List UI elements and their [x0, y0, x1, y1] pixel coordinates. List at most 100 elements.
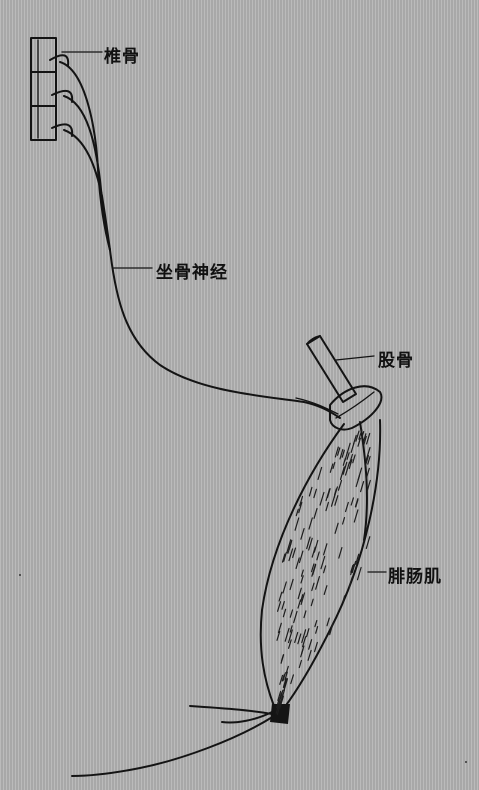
muscle-fiber-stroke: [279, 674, 284, 685]
muscle-fiber-stroke: [290, 674, 294, 685]
muscle-fiber-stroke: [334, 446, 339, 458]
muscle-fiber-stroke: [299, 495, 304, 507]
muscle-fibers: [275, 429, 371, 716]
muscle-fiber-stroke: [353, 509, 359, 523]
muscle-fiber-stroke: [314, 641, 318, 653]
muscle-fiber-stroke: [307, 649, 312, 661]
sciatic-nerve-label: 坐骨神经: [156, 263, 228, 283]
muscle-fiber-stroke: [292, 547, 297, 559]
muscle-fiber-stroke: [277, 690, 282, 702]
muscle-fiber-stroke: [367, 455, 371, 465]
muscle-fiber-stroke: [339, 448, 344, 460]
muscle-fiber-stroke: [297, 587, 302, 600]
muscle-fiber-stroke: [283, 678, 289, 692]
muscle-fiber-stroke: [310, 598, 314, 607]
muscle-fiber-stroke: [348, 459, 353, 470]
muscle-fiber-stroke: [302, 636, 307, 648]
muscle-fiber-stroke: [356, 566, 362, 581]
vertebra-label: 椎骨: [104, 47, 140, 67]
muscle-fiber-stroke: [342, 595, 346, 603]
muscle-fiber-stroke: [277, 701, 281, 710]
muscle-fiber-stroke: [284, 627, 290, 642]
muscle-fiber-stroke: [334, 522, 339, 534]
muscle-fiber-stroke: [350, 564, 354, 573]
gastrocnemius-drawing: [259, 419, 382, 724]
muscle-fiber-stroke: [278, 694, 284, 709]
muscle-fiber-stroke: [303, 610, 307, 619]
muscle-fiber-stroke: [319, 491, 325, 506]
tendon-drawing: [71, 705, 275, 777]
muscle-fiber-stroke: [287, 539, 293, 554]
muscle-fiber-stroke: [298, 501, 303, 514]
muscle-fiber-stroke: [294, 631, 299, 644]
muscle-fiber-stroke: [355, 553, 360, 565]
muscle-fiber-stroke: [300, 594, 304, 602]
muscle-fiber-stroke: [323, 565, 327, 574]
vertebra-drawing: [30, 37, 74, 141]
muscle-fiber-stroke: [311, 582, 315, 592]
muscle-fiber-stroke: [349, 453, 353, 464]
muscle-fiber-stroke: [300, 527, 305, 540]
muscle-fiber-stroke: [283, 552, 287, 562]
muscle-fiber-stroke: [281, 600, 285, 610]
muscle-fiber-stroke: [326, 617, 330, 627]
muscle-fiber-stroke: [350, 442, 355, 453]
muscle-fiber-stroke: [289, 625, 293, 633]
muscle-fiber-stroke: [355, 430, 360, 442]
muscle-fiber-stroke: [276, 630, 281, 641]
muscle-fiber-stroke: [313, 508, 318, 519]
muscle-fiber-stroke: [351, 560, 357, 574]
muscle-fiber-stroke: [300, 569, 304, 577]
muscle-fiber-stroke: [323, 585, 328, 596]
muscle-fiber-stroke: [306, 628, 310, 638]
muscle-fiber-stroke: [323, 543, 328, 556]
muscle-fiber-stroke: [315, 625, 319, 634]
muscle-fiber-stroke: [361, 431, 365, 439]
muscle-fiber-stroke: [346, 442, 351, 454]
muscle-fiber-stroke: [286, 539, 292, 554]
sciatic-nerve-drawing: [59, 61, 341, 419]
muscle-fiber-stroke: [315, 575, 320, 590]
muscle-fiber-stroke: [280, 689, 284, 698]
muscle-fiber-stroke: [330, 496, 335, 507]
muscle-fiber-stroke: [350, 497, 354, 506]
muscle-fiber-stroke: [342, 461, 348, 475]
muscle-fiber-stroke: [289, 609, 294, 618]
muscle-fiber-stroke: [281, 553, 286, 563]
muscle-fiber-stroke: [301, 629, 307, 644]
muscle-fiber-stroke: [363, 435, 367, 446]
muscle-fiber-stroke: [329, 463, 334, 473]
muscle-fiber-stroke: [297, 633, 302, 645]
gastrocnemius-label: 腓肠肌: [388, 567, 442, 587]
muscle-fiber-stroke: [298, 550, 304, 564]
muscle-fiber-stroke: [341, 449, 345, 458]
muscle-fiber-stroke: [311, 563, 315, 573]
muscle-fiber-stroke: [297, 599, 302, 609]
muscle-fiber-stroke: [298, 659, 302, 669]
muscle-fiber-stroke: [295, 557, 300, 570]
muscle-fiber-stroke: [295, 508, 299, 517]
leader-lines: [61, 51, 387, 573]
muscle-fiber-stroke: [342, 458, 346, 466]
muscle-fiber-stroke: [334, 495, 339, 506]
muscle-fiber-stroke: [301, 645, 305, 655]
muscle-fiber-stroke: [282, 608, 287, 618]
muscle-fiber-stroke: [276, 699, 280, 709]
muscle-fiber-stroke: [308, 517, 313, 530]
muscle-fiber-stroke: [280, 654, 285, 664]
speckles: [19, 574, 467, 763]
muscle-fiber-stroke: [329, 621, 334, 636]
muscle-fiber-stroke: [287, 629, 293, 644]
muscle-fiber-stroke: [306, 536, 311, 550]
muscle-fiber-stroke: [358, 429, 363, 440]
muscle-fiber-stroke: [277, 601, 282, 612]
femur-drawing: [306, 335, 383, 431]
muscle-fiber-stroke: [294, 517, 300, 531]
muscle-fiber-stroke: [339, 466, 345, 480]
muscle-fiber-stroke: [308, 537, 313, 551]
muscle-fiber-stroke: [326, 488, 331, 498]
muscle-fiber-stroke: [345, 501, 349, 513]
muscle-fiber-stroke: [289, 578, 294, 591]
muscle-fiber-stroke: [282, 672, 286, 682]
muscle-fiber-stroke: [278, 591, 283, 602]
